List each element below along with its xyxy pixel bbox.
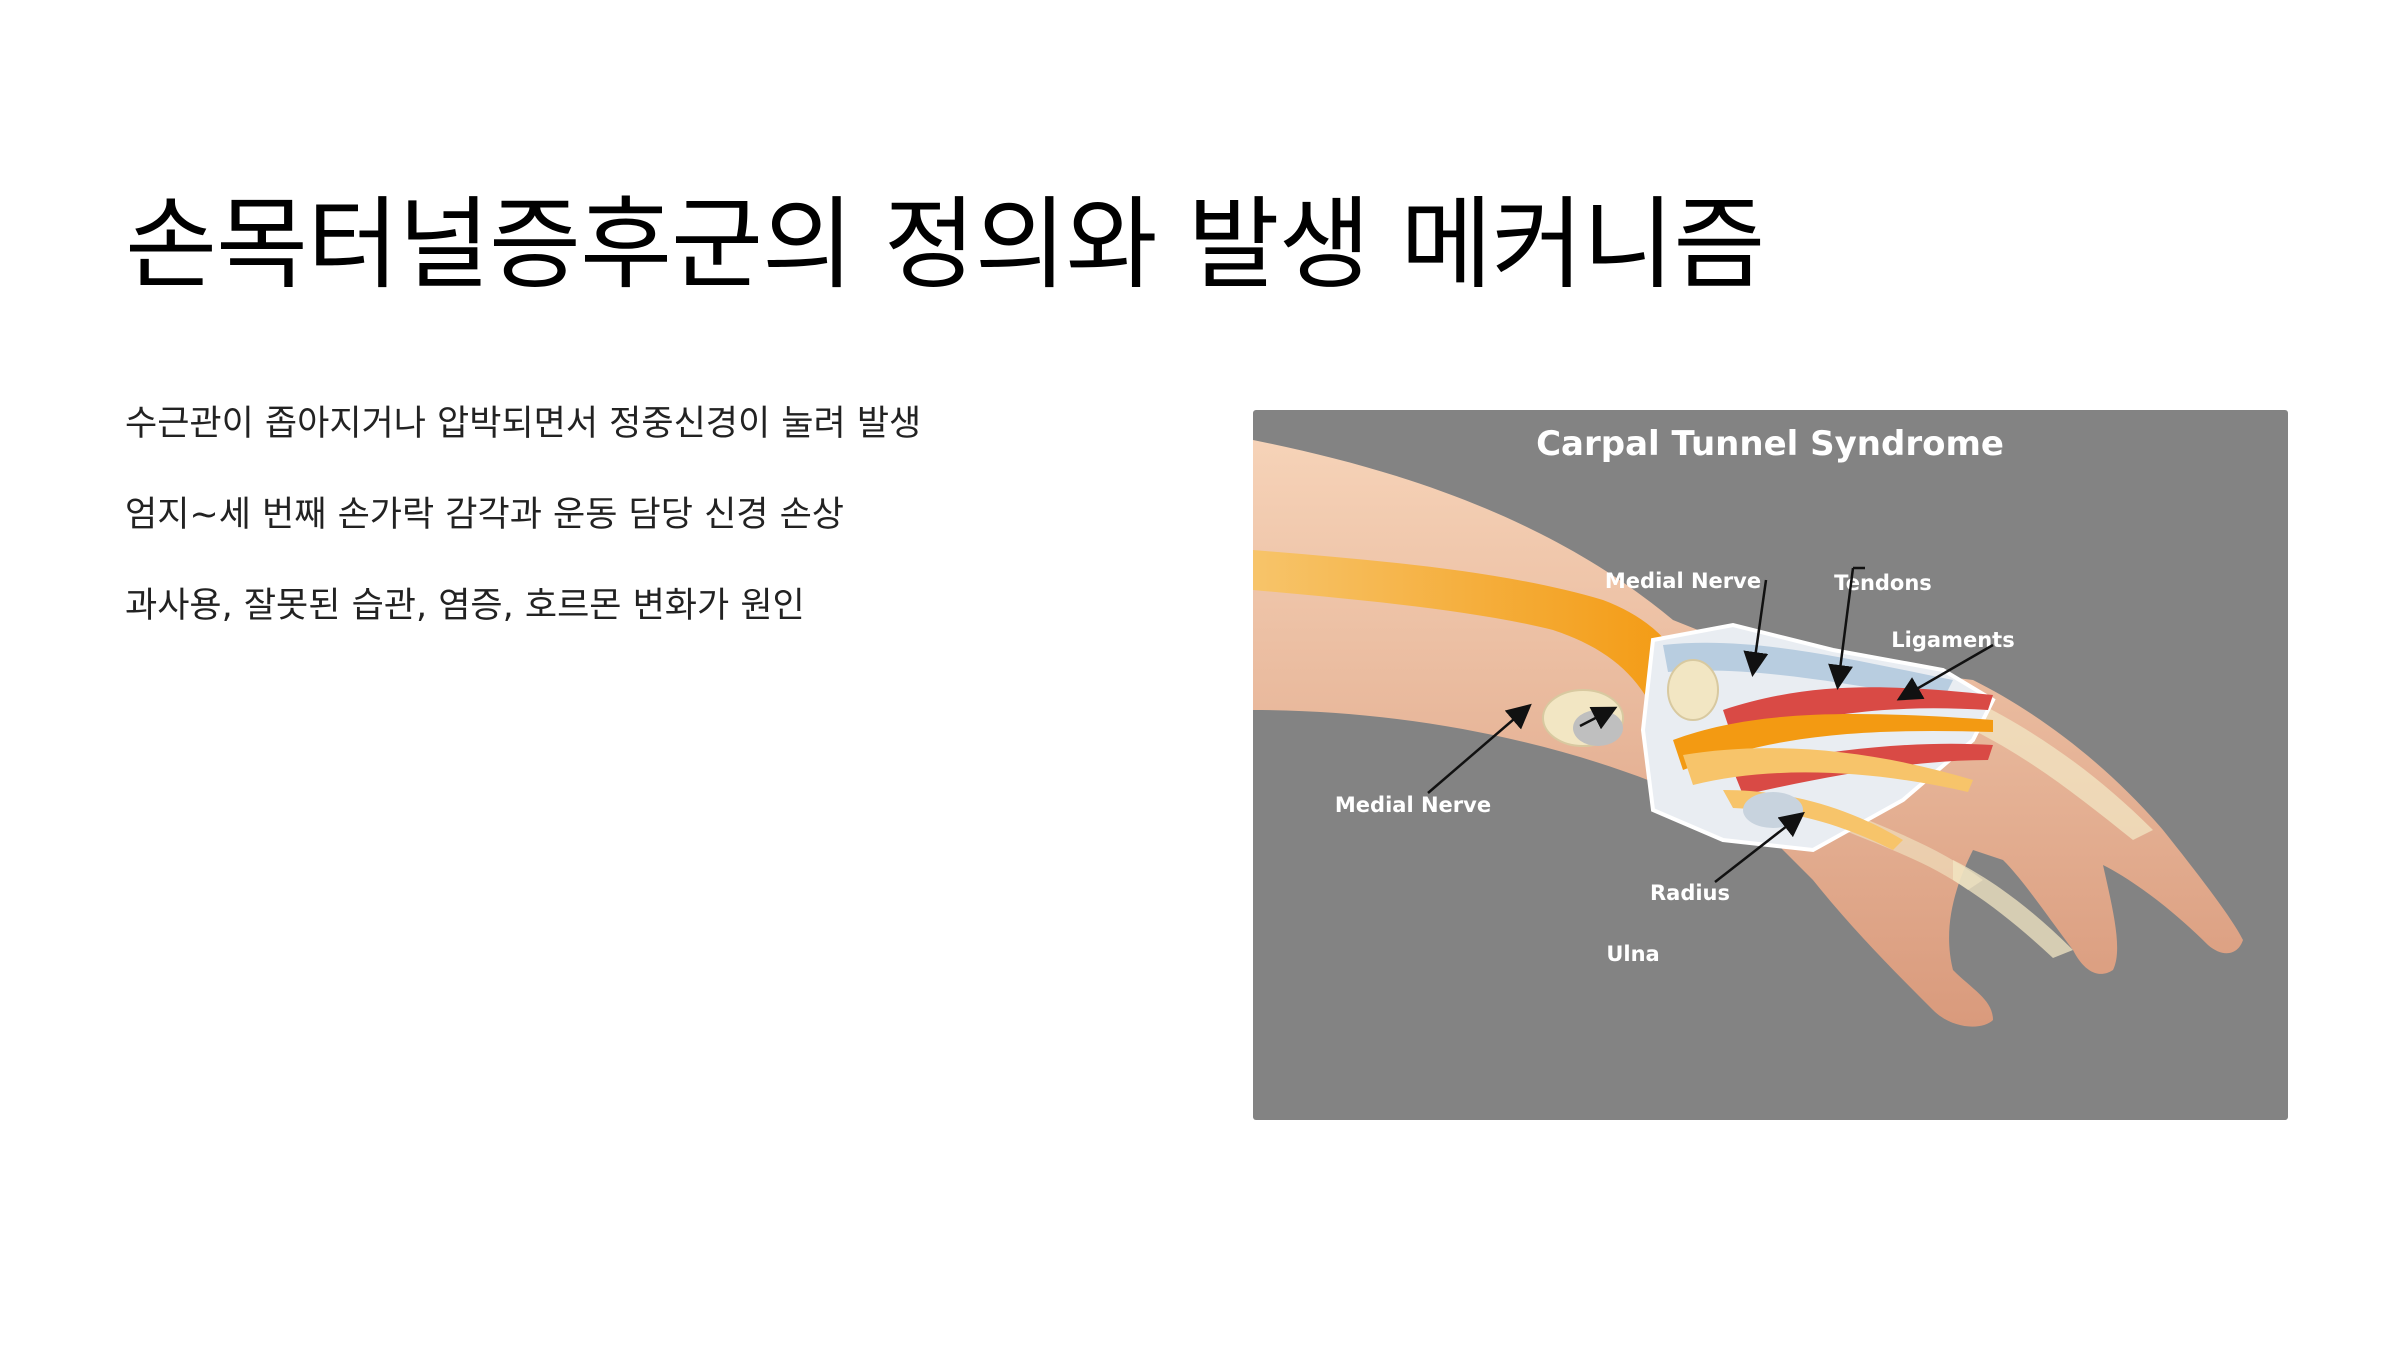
arrow-tendons [1828,567,1855,690]
median-nerve-forearm [1253,550,1683,730]
slide-title: 손목터널증후군의 정의와 발생 메커니즘 [125,186,1765,303]
arrow-medial-nerve-top [1743,579,1769,677]
label-medial-nerve-left: Medial Nerve [1335,793,1491,817]
label-radius: Radius [1650,881,1730,905]
arrow-medial-nerve-left [1427,703,1532,794]
bullet-item-3: 과사용, 잘못된 습관, 염증, 호르몬 변화가 원인 [125,586,805,626]
hand-bones [1973,700,2153,840]
bullet-item-2: 엄지~세 번째 손가락 감각과 운동 담당 신경 손상 [125,495,845,535]
anatomy-diagram: Carpal Tunnel Syndrome Medial Nerve Tend… [1253,424,2243,1027]
arrow-radius [1714,811,1805,883]
label-ulna: Ulna [1606,942,1659,966]
label-medial-nerve-top: Medial Nerve [1605,569,1761,593]
label-ligaments: Ligaments [1891,628,2014,652]
arrow-ligaments [1896,643,1994,701]
bullet-list: 수근관이 좁아지거나 압박되면서 정중신경이 눌려 발생 엄지~세 번째 손가락… [125,400,1175,673]
bullet-item-1: 수근관이 좁아지거나 압박되면서 정중신경이 눌려 발생 [125,404,922,444]
carpal-tunnel-illustration: Carpal Tunnel Syndrome Medial Nerve Tend… [1253,410,2288,1120]
figure-title: Carpal Tunnel Syndrome [1536,424,2004,464]
